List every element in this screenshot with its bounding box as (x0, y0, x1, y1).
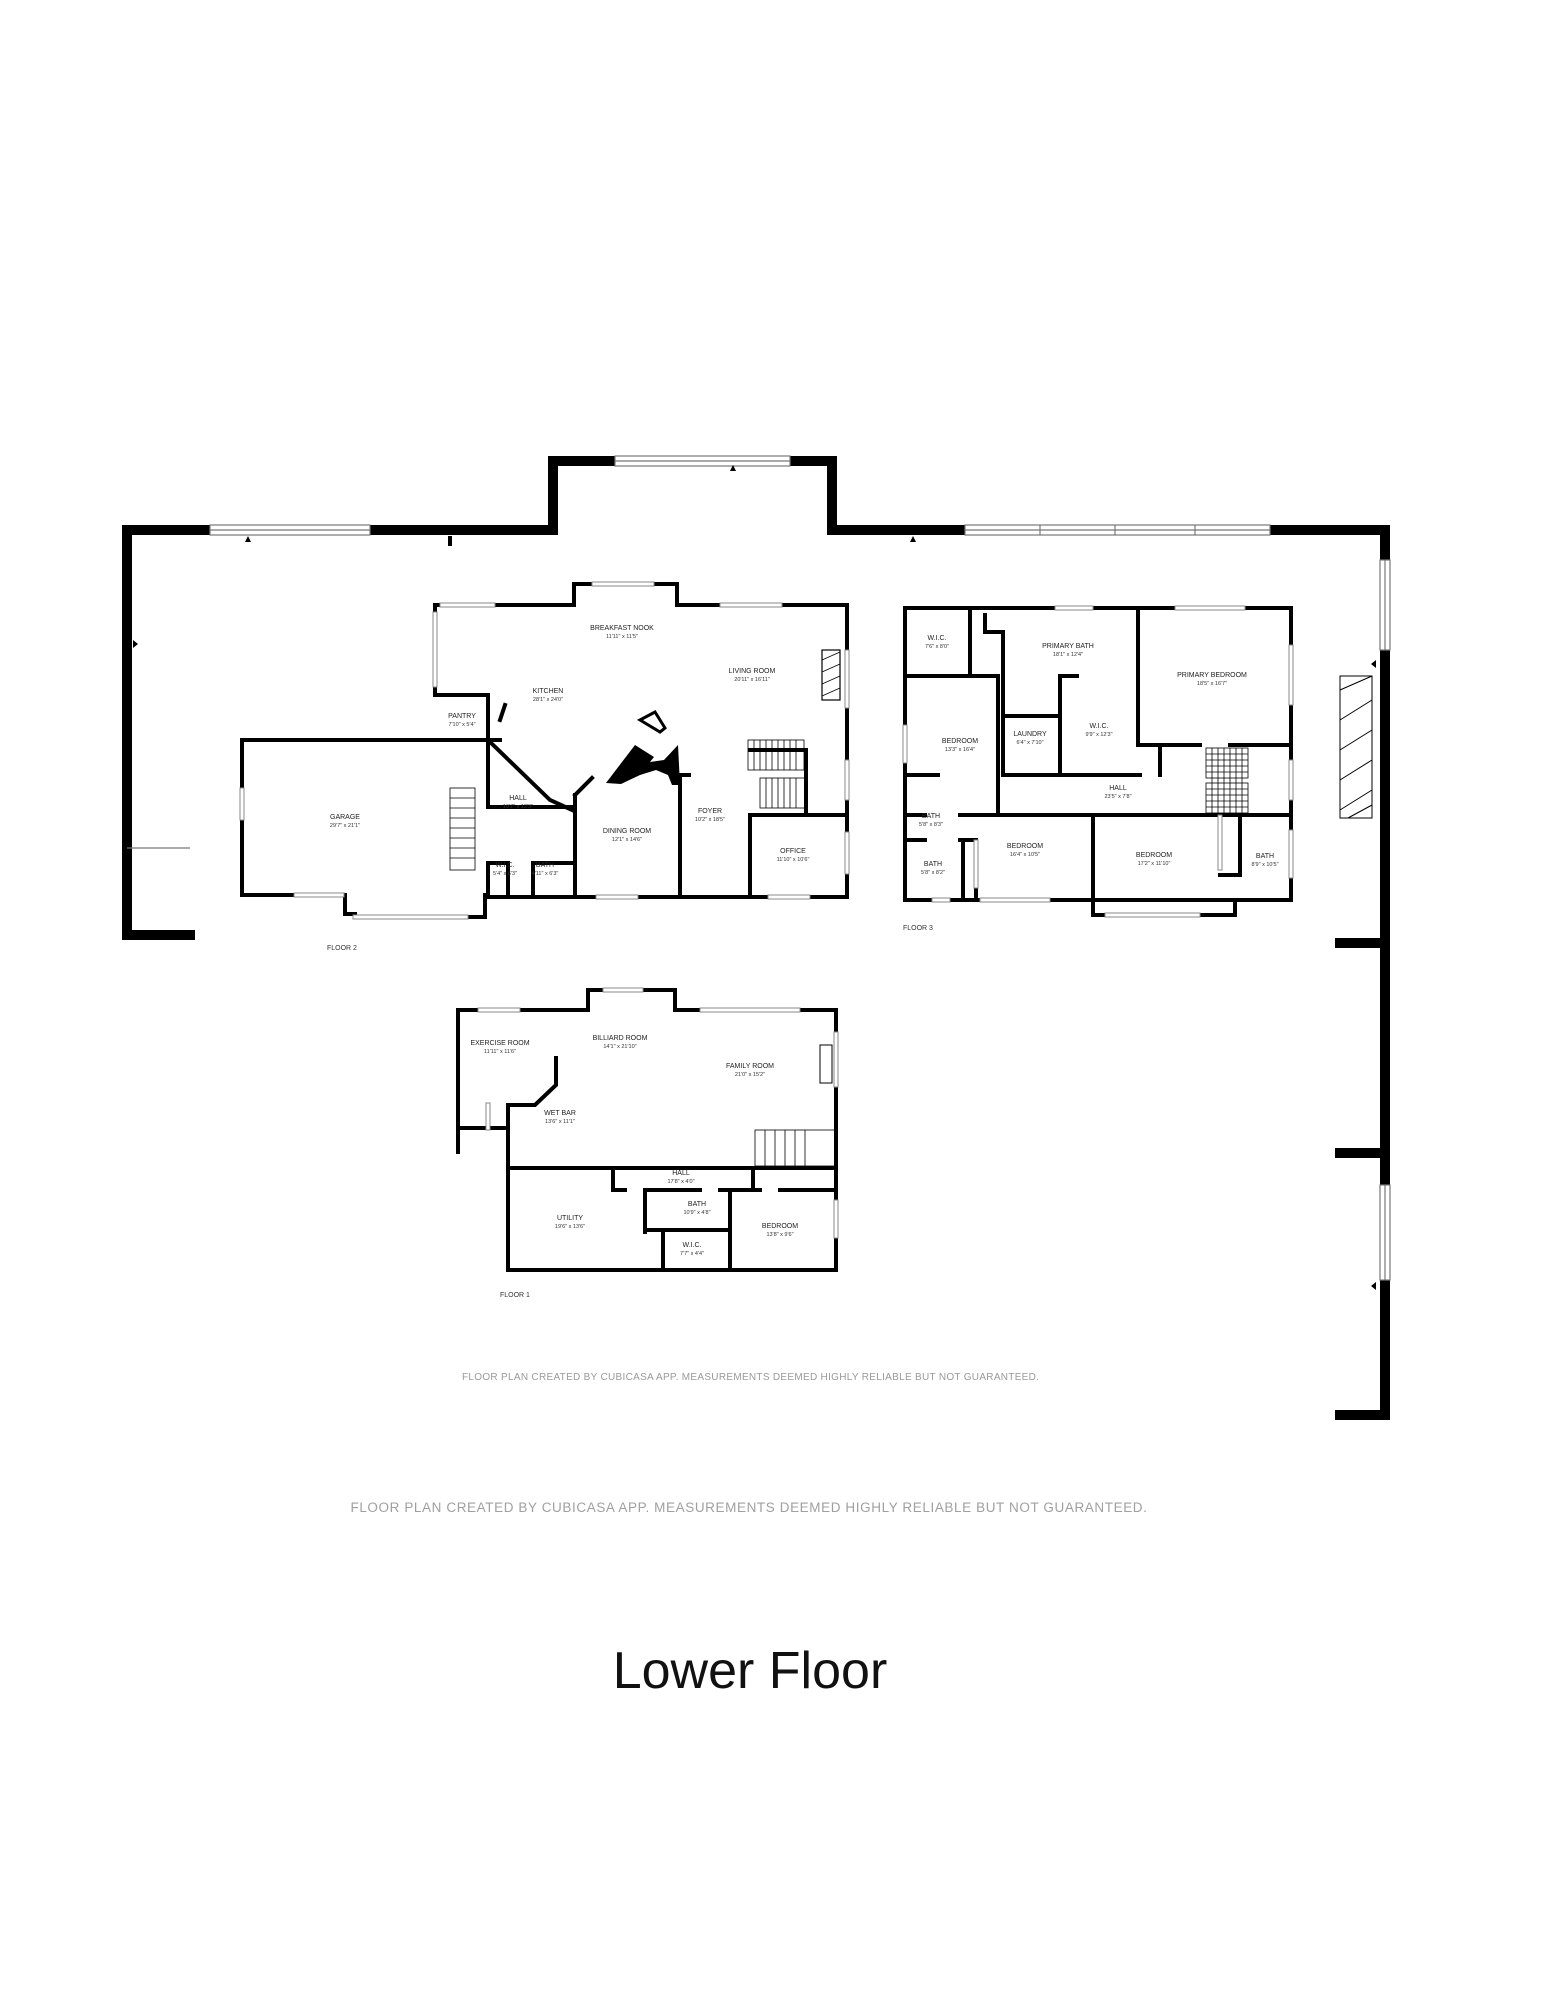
disclaimer-outer: FLOOR PLAN CREATED BY CUBICASA APP. MEAS… (350, 1500, 1147, 1515)
room-bedroom-c-dim: 17'2" x 11'10" (1138, 861, 1171, 867)
room-f1-hall-dim: 17'8" x 4'0" (667, 1179, 694, 1185)
room-garage-dim: 29'7" x 21'1" (330, 823, 360, 829)
floor3-walls (903, 606, 1293, 917)
room-f1-bedroom-dim: 13'8" x 9'6" (766, 1232, 793, 1238)
room-laundry-dim: 6'4" x 7'10" (1016, 740, 1043, 746)
room-bath-name: BATH (536, 862, 554, 869)
outer-stair-hatch (1339, 675, 1373, 819)
room-office-name: OFFICE (780, 848, 806, 855)
room-wic-a-name: W.I.C. (927, 635, 946, 642)
room-bath-b-dim: 5'8" x 8'2" (921, 870, 945, 876)
room-dining-room-dim: 12'1" x 14'6" (612, 837, 642, 843)
room-living-room-name: LIVING ROOM (729, 668, 776, 675)
room-billiard-room-name: BILLIARD ROOM (593, 1035, 648, 1042)
room-bath-dim: 4'11" x 6'3" (532, 871, 559, 877)
room-f1-wic-name: W.I.C. (682, 1242, 701, 1249)
floor1-room-labels: EXERCISE ROOM 11'11" x 11'6" BILLIARD RO… (470, 1035, 798, 1299)
room-exercise-room-dim: 11'11" x 11'6" (484, 1049, 516, 1055)
disclaimer-inner: FLOOR PLAN CREATED BY CUBICASA APP. MEAS… (462, 1372, 1039, 1383)
room-f3-hall-name: HALL (1109, 785, 1127, 792)
room-wic-b-dim: 9'9" x 12'3" (1085, 732, 1112, 738)
room-living-room-dim: 20'11" x 16'11" (734, 677, 770, 683)
room-pantry-dim: 7'10" x 5'4" (448, 722, 475, 728)
floor3-stairs (1205, 747, 1249, 814)
floor2-stairs (449, 739, 807, 871)
floor3-label: FLOOR 3 (903, 925, 933, 932)
room-bath-b-name: BATH (924, 861, 942, 868)
room-bath-a-name: BATH (922, 813, 940, 820)
floor1-stairs (754, 1129, 836, 1167)
room-utility-name: UTILITY (557, 1215, 583, 1222)
outer-plan-walls (122, 456, 1390, 1420)
room-breakfast-nook-dim: 11'11" x 11'5" (606, 634, 638, 640)
room-hall-name: HALL (509, 795, 527, 802)
floor2-label: FLOOR 2 (327, 945, 357, 952)
floor1-fireplace (819, 1044, 833, 1084)
room-bath-a-dim: 5'8" x 8'3" (919, 822, 943, 828)
room-laundry-name: LAUNDRY (1013, 731, 1047, 738)
outer-windows (127, 455, 1391, 1281)
floor2-windows (239, 581, 850, 920)
floor2-walls (240, 582, 849, 919)
room-exercise-room-name: EXERCISE ROOM (470, 1040, 529, 1047)
room-primary-bedroom-name: PRIMARY BEDROOM (1177, 672, 1247, 679)
room-family-room-name: FAMILY ROOM (726, 1063, 774, 1070)
room-wic-a-dim: 7'6" x 8'0" (925, 644, 949, 650)
room-bedroom-a-dim: 13'3" x 16'4" (945, 747, 975, 753)
room-wic-name: W.I.C. (495, 862, 514, 869)
room-bath-c-name: BATH (1256, 853, 1274, 860)
room-wic-b-name: W.I.C. (1089, 723, 1108, 730)
room-foyer-dim: 10'2" x 18'5" (695, 817, 725, 823)
room-f1-bath-dim: 10'9" x 4'8" (683, 1210, 710, 1216)
floor2-fireplace (821, 649, 841, 701)
room-foyer-name: FOYER (698, 808, 722, 815)
outer-markers (133, 465, 1376, 1290)
room-garage-name: GARAGE (330, 814, 360, 821)
room-pantry-name: PANTRY (448, 713, 476, 720)
floor3-room-labels: W.I.C. 7'6" x 8'0" PRIMARY BATH 18'1" x … (903, 635, 1279, 932)
room-breakfast-nook-name: BREAKFAST NOOK (590, 625, 654, 632)
room-wic-dim: 5'4" x 6'3" (493, 871, 517, 877)
room-bedroom-b-name: BEDROOM (1007, 843, 1043, 850)
floor1-windows (477, 987, 839, 1239)
room-kitchen-dim: 28'1" x 24'0" (533, 697, 563, 703)
floor1-label: FLOOR 1 (500, 1292, 530, 1299)
room-kitchen-name: KITCHEN (533, 688, 564, 695)
room-wet-bar-name: WET BAR (544, 1110, 576, 1117)
floor3-windows (902, 605, 1294, 918)
room-f1-hall-name: HALL (672, 1170, 690, 1177)
room-wet-bar-dim: 13'6" x 11'1" (545, 1119, 575, 1125)
room-bedroom-b-dim: 16'4" x 10'5" (1010, 852, 1040, 858)
room-bedroom-c-name: BEDROOM (1136, 852, 1172, 859)
room-f1-bedroom-name: BEDROOM (762, 1223, 798, 1230)
room-f3-hall-dim: 23'5" x 7'8" (1104, 794, 1131, 800)
room-f1-wic-dim: 7'7" x 4'4" (680, 1251, 704, 1257)
room-bath-c-dim: 8'9" x 10'5" (1251, 862, 1278, 868)
room-office-dim: 11'10" x 10'6" (777, 857, 810, 863)
room-bedroom-a-name: BEDROOM (942, 738, 978, 745)
room-utility-dim: 19'6" x 13'6" (555, 1224, 585, 1230)
floor2-wall-wedge (606, 745, 680, 785)
room-primary-bedroom-dim: 18'5" x 16'7" (1197, 681, 1227, 687)
floor2-room-labels: BREAKFAST NOOK 11'11" x 11'5" KITCHEN 28… (327, 625, 809, 952)
room-billiard-room-dim: 14'1" x 21'10" (603, 1044, 636, 1050)
room-dining-room-name: DINING ROOM (603, 828, 651, 835)
room-primary-bath-dim: 18'1" x 12'4" (1053, 652, 1083, 658)
room-primary-bath-name: PRIMARY BATH (1042, 643, 1094, 650)
room-family-room-dim: 21'0" x 15'2" (735, 1072, 765, 1078)
room-hall-dim: 10'7" x 12'3" (503, 804, 533, 810)
page-title: Lower Floor (613, 1642, 888, 1700)
room-f1-bath-name: BATH (688, 1201, 706, 1208)
